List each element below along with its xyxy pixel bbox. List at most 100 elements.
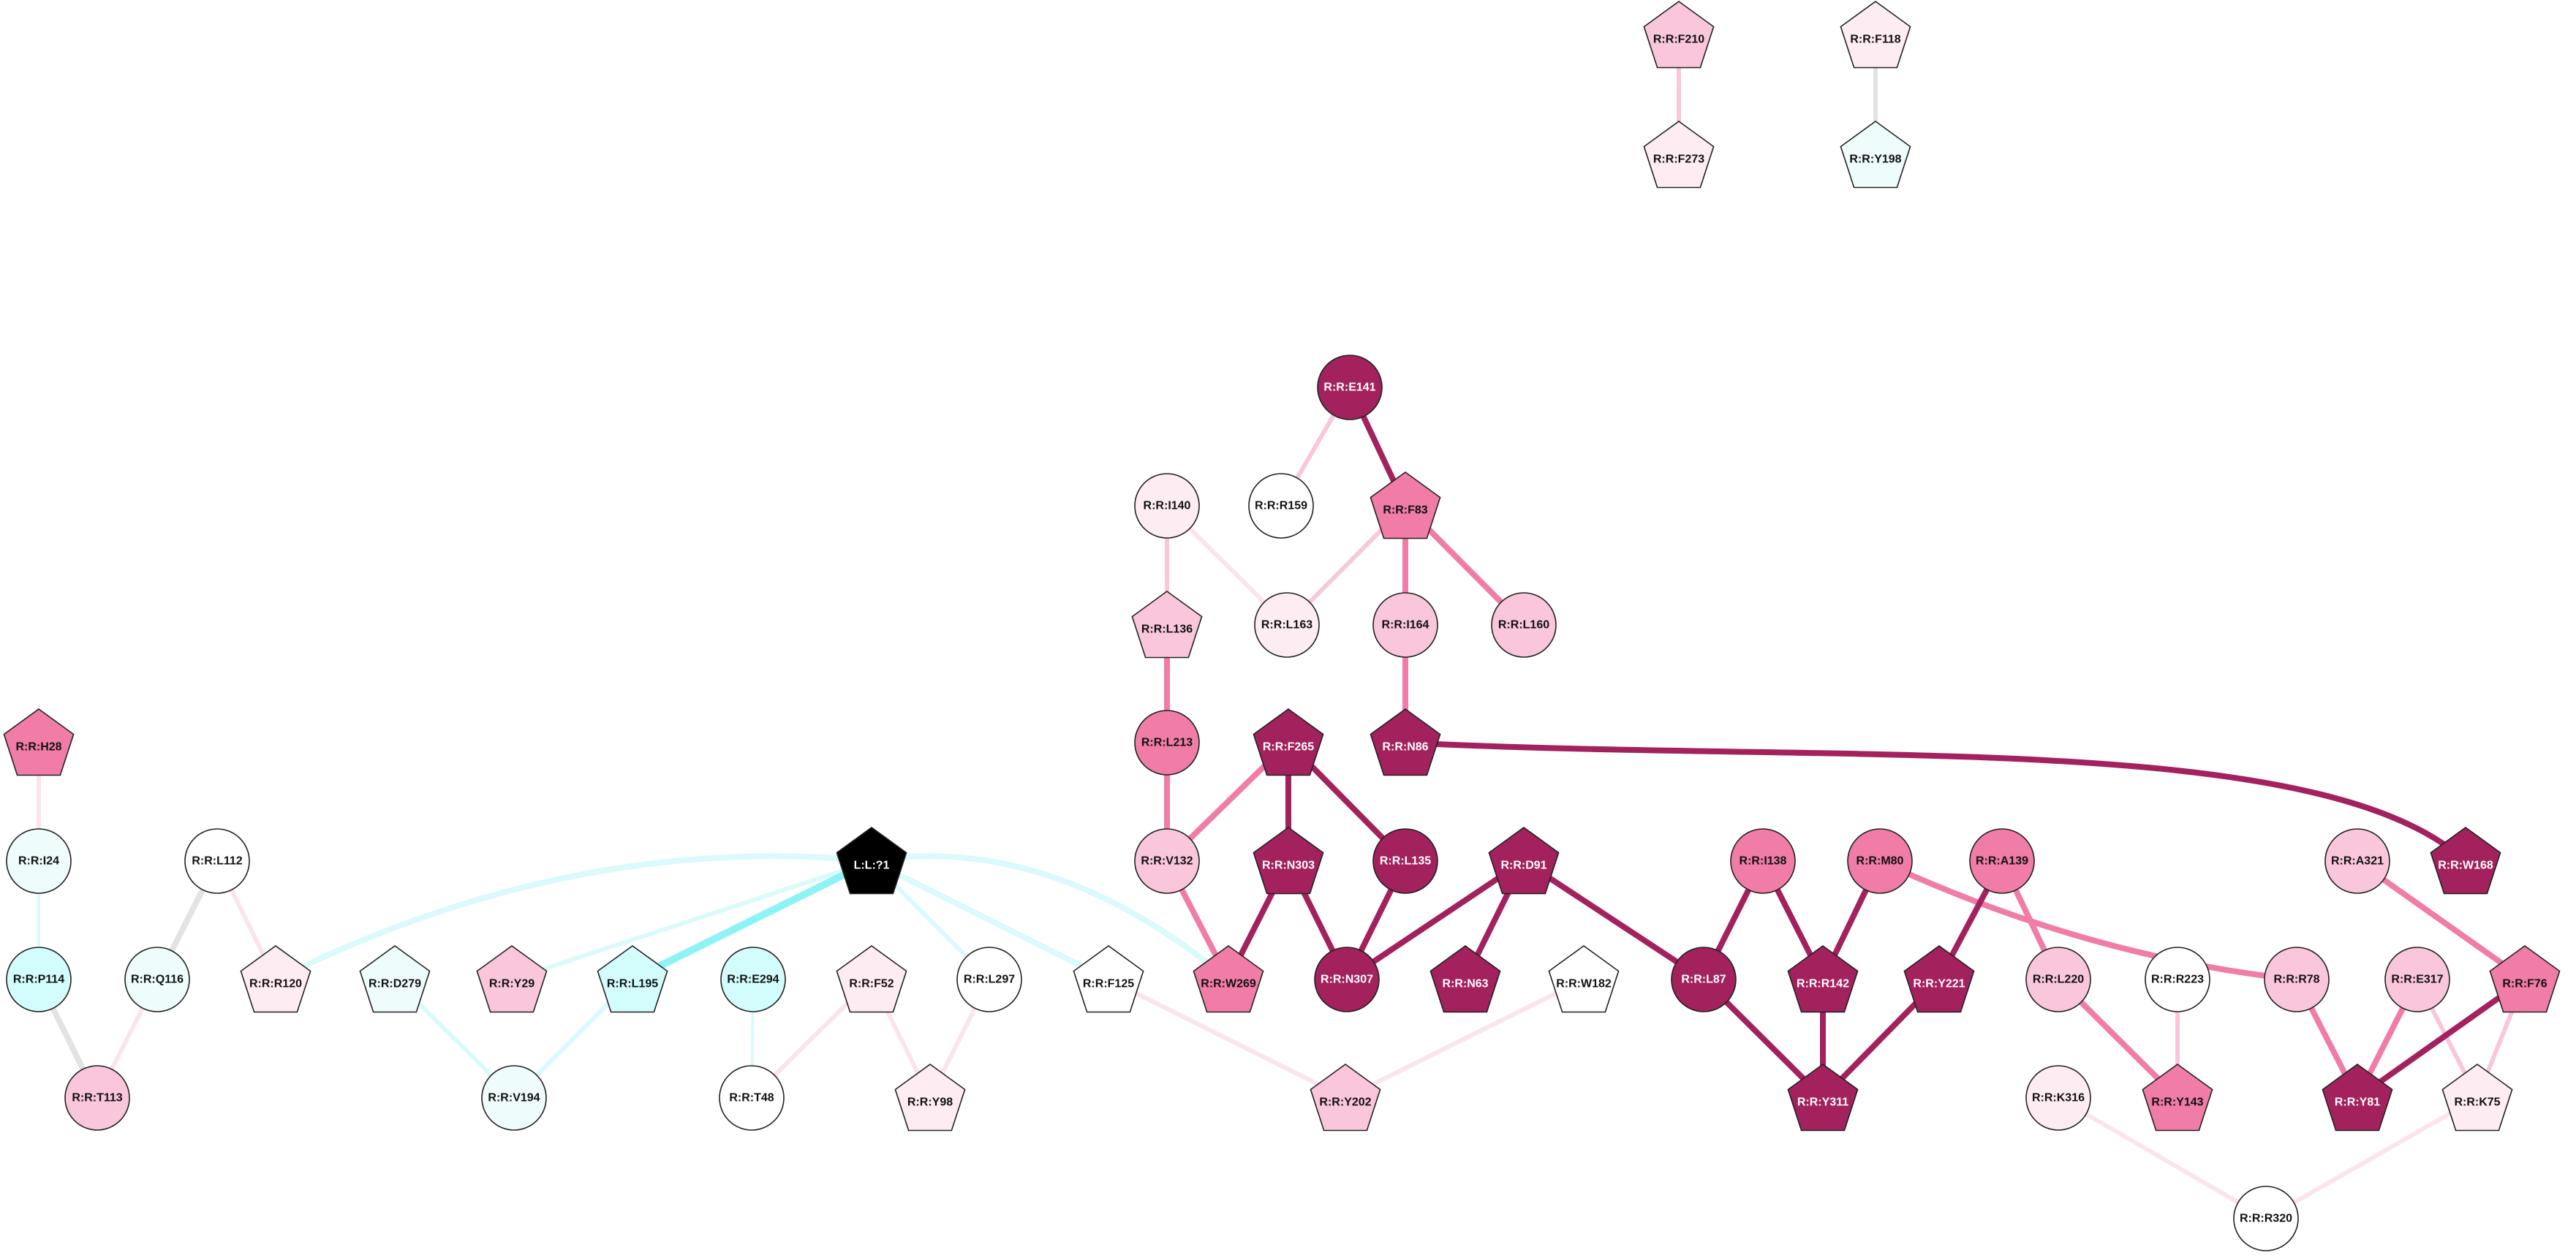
node-k75[interactable]: R:R:K75 [2441,1064,2513,1132]
node-lig[interactable]: L:L:?1 [836,827,907,895]
node-f52[interactable]: R:R:F52 [836,945,907,1013]
node-f83[interactable]: R:R:F83 [1370,471,1441,539]
pentagon-node-shape [1903,945,1975,1013]
node-y221[interactable]: R:R:Y221 [1903,945,1975,1013]
node-f76[interactable]: R:R:F76 [2489,945,2561,1013]
circle-node-shape [124,947,190,1012]
node-l112[interactable]: R:R:L112 [184,828,250,894]
node-r142[interactable]: R:R:R142 [1787,945,1859,1013]
node-label: R:R:W182 [1556,978,1612,990]
node-w269[interactable]: R:R:W269 [1193,945,1264,1013]
node-label: R:R:L213 [1141,737,1193,749]
node-v132[interactable]: R:R:V132 [1134,828,1200,894]
node-m80[interactable]: R:R:M80 [1847,828,1913,894]
edge-M80-R78 [1877,858,2300,982]
node-label: R:R:Y29 [489,978,535,990]
circle-node-shape [1969,828,2035,894]
node-n86[interactable]: R:R:N86 [1370,708,1441,776]
node-label: R:R:K75 [2454,1096,2500,1109]
circle-node-shape [956,947,1022,1012]
node-e294[interactable]: R:R:E294 [720,947,786,1012]
node-label: R:R:Y98 [907,1096,953,1109]
node-label: R:R:W168 [2438,860,2493,872]
node-i24[interactable]: R:R:I24 [6,828,72,894]
node-l220[interactable]: R:R:L220 [2025,947,2091,1012]
node-r159[interactable]: R:R:R159 [1248,473,1314,539]
node-f273[interactable]: R:R:F273 [1643,121,1715,189]
node-y98[interactable]: R:R:Y98 [894,1064,966,1132]
node-label: R:R:R142 [1797,978,1849,990]
node-l136[interactable]: R:R:L136 [1131,591,1203,659]
node-l87[interactable]: R:R:L87 [1671,947,1737,1012]
node-label: R:R:Y202 [1319,1096,1371,1109]
node-t48[interactable]: R:R:T48 [719,1065,785,1131]
node-label: R:R:Y198 [1849,154,1901,166]
node-label: R:R:L135 [1380,855,1431,868]
node-h28[interactable]: R:R:H28 [3,708,75,776]
node-r120[interactable]: R:R:R120 [240,945,311,1013]
pentagon-node-shape [2441,1064,2513,1132]
node-f125[interactable]: R:R:F125 [1073,945,1144,1013]
node-y29[interactable]: R:R:Y29 [476,945,548,1013]
pentagon-node-shape [1131,591,1203,659]
node-label: R:R:Q116 [131,974,184,986]
node-label: R:R:L112 [192,855,242,868]
pentagon-node-shape [1073,945,1144,1013]
pentagon-node-shape [359,945,431,1013]
edge-W182-Y202 [1343,977,1586,1100]
node-label: R:R:N63 [1442,978,1488,990]
node-n303[interactable]: R:R:N303 [1253,827,1324,895]
node-w168[interactable]: R:R:W168 [2430,827,2501,895]
node-v194[interactable]: R:R:V194 [481,1065,547,1131]
node-a321[interactable]: R:R:A321 [2324,828,2390,894]
node-label: R:R:A321 [2331,855,2384,868]
node-f210[interactable]: R:R:F210 [1643,1,1715,69]
node-label: R:R:F210 [1653,34,1704,46]
circle-node-shape [1134,710,1200,776]
node-n307[interactable]: R:R:N307 [1314,947,1380,1012]
node-l297[interactable]: R:R:L297 [956,947,1022,1012]
node-r78[interactable]: R:R:R78 [2264,947,2330,1012]
node-r223[interactable]: R:R:R223 [2145,947,2210,1012]
edge-D91-N307 [1344,858,1527,982]
node-i164[interactable]: R:R:I164 [1372,592,1438,658]
node-y143[interactable]: R:R:Y143 [2142,1064,2213,1132]
node-q116[interactable]: R:R:Q116 [124,947,190,1012]
circle-node-shape [2384,947,2450,1012]
circle-node-shape [64,1065,130,1131]
node-label: R:R:V194 [488,1092,540,1104]
node-label: R:R:N303 [1262,860,1315,872]
node-f265[interactable]: R:R:F265 [1253,708,1324,776]
node-i140[interactable]: R:R:I140 [1134,473,1200,539]
node-p114[interactable]: R:R:P114 [6,947,72,1012]
node-l163[interactable]: R:R:L163 [1254,592,1320,658]
node-l135[interactable]: R:R:L135 [1372,828,1438,894]
node-t113[interactable]: R:R:T113 [64,1065,130,1131]
node-i138[interactable]: R:R:I138 [1730,828,1796,894]
node-y198[interactable]: R:R:Y198 [1840,121,1911,189]
circle-node-shape [6,947,72,1012]
node-n63[interactable]: R:R:N63 [1429,945,1501,1013]
circle-node-shape [2324,828,2390,894]
node-r320[interactable]: R:R:R320 [2233,1186,2299,1251]
node-f118[interactable]: R:R:F118 [1840,1,1911,69]
node-label: R:R:Y221 [1913,978,1965,990]
node-d279[interactable]: R:R:D279 [359,945,431,1013]
circle-node-shape [481,1065,547,1131]
node-y202[interactable]: R:R:Y202 [1310,1064,1381,1132]
node-label: R:R:D279 [369,978,421,990]
node-y81[interactable]: R:R:Y81 [2322,1064,2393,1132]
node-label: R:R:T113 [72,1092,122,1104]
node-e141[interactable]: R:R:E141 [1317,355,1383,420]
node-w182[interactable]: R:R:W182 [1548,945,1620,1013]
node-l213[interactable]: R:R:L213 [1134,710,1200,776]
circle-node-shape [1134,473,1200,539]
node-l160[interactable]: R:R:L160 [1491,592,1557,658]
node-a139[interactable]: R:R:A139 [1969,828,2035,894]
node-l195[interactable]: R:R:L195 [597,945,668,1013]
node-k316[interactable]: R:R:K316 [2025,1065,2091,1131]
node-e317[interactable]: R:R:E317 [2384,947,2450,1012]
node-label: R:R:R120 [249,978,302,990]
node-d91[interactable]: R:R:D91 [1488,827,1560,895]
node-y311[interactable]: R:R:Y311 [1787,1064,1859,1132]
